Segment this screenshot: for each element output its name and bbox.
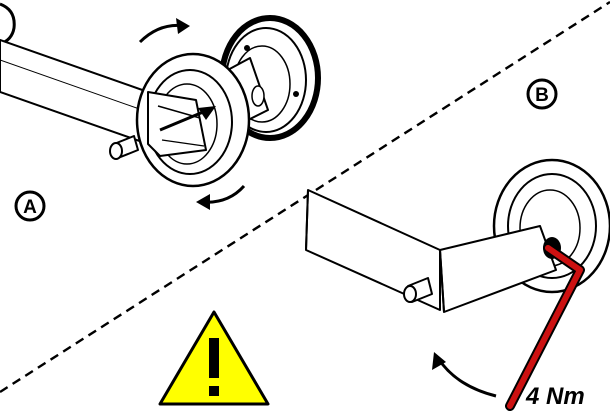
divider-dashed-line xyxy=(0,0,610,394)
rotation-arrowhead-bottom xyxy=(196,194,210,210)
lever-collar-b xyxy=(439,225,557,313)
callout-circle-partial xyxy=(0,2,16,46)
lever-arm-a xyxy=(0,39,149,145)
torque-value-label: 4 Nm xyxy=(525,383,585,410)
warning-triangle-icon xyxy=(158,310,270,406)
tightening-arrowhead xyxy=(432,352,446,370)
step-label-a-badge: A xyxy=(14,190,46,222)
scene-b xyxy=(305,158,610,313)
step-label-b: B xyxy=(535,85,549,106)
insert-arrow xyxy=(159,108,209,132)
step-label-b-badge: B xyxy=(526,78,558,110)
rotation-arrowhead-top xyxy=(176,18,190,34)
step-label-a: A xyxy=(23,197,37,218)
scene-a xyxy=(0,2,321,210)
hex-key-icon xyxy=(505,243,585,411)
tightening-arrow xyxy=(436,357,497,398)
